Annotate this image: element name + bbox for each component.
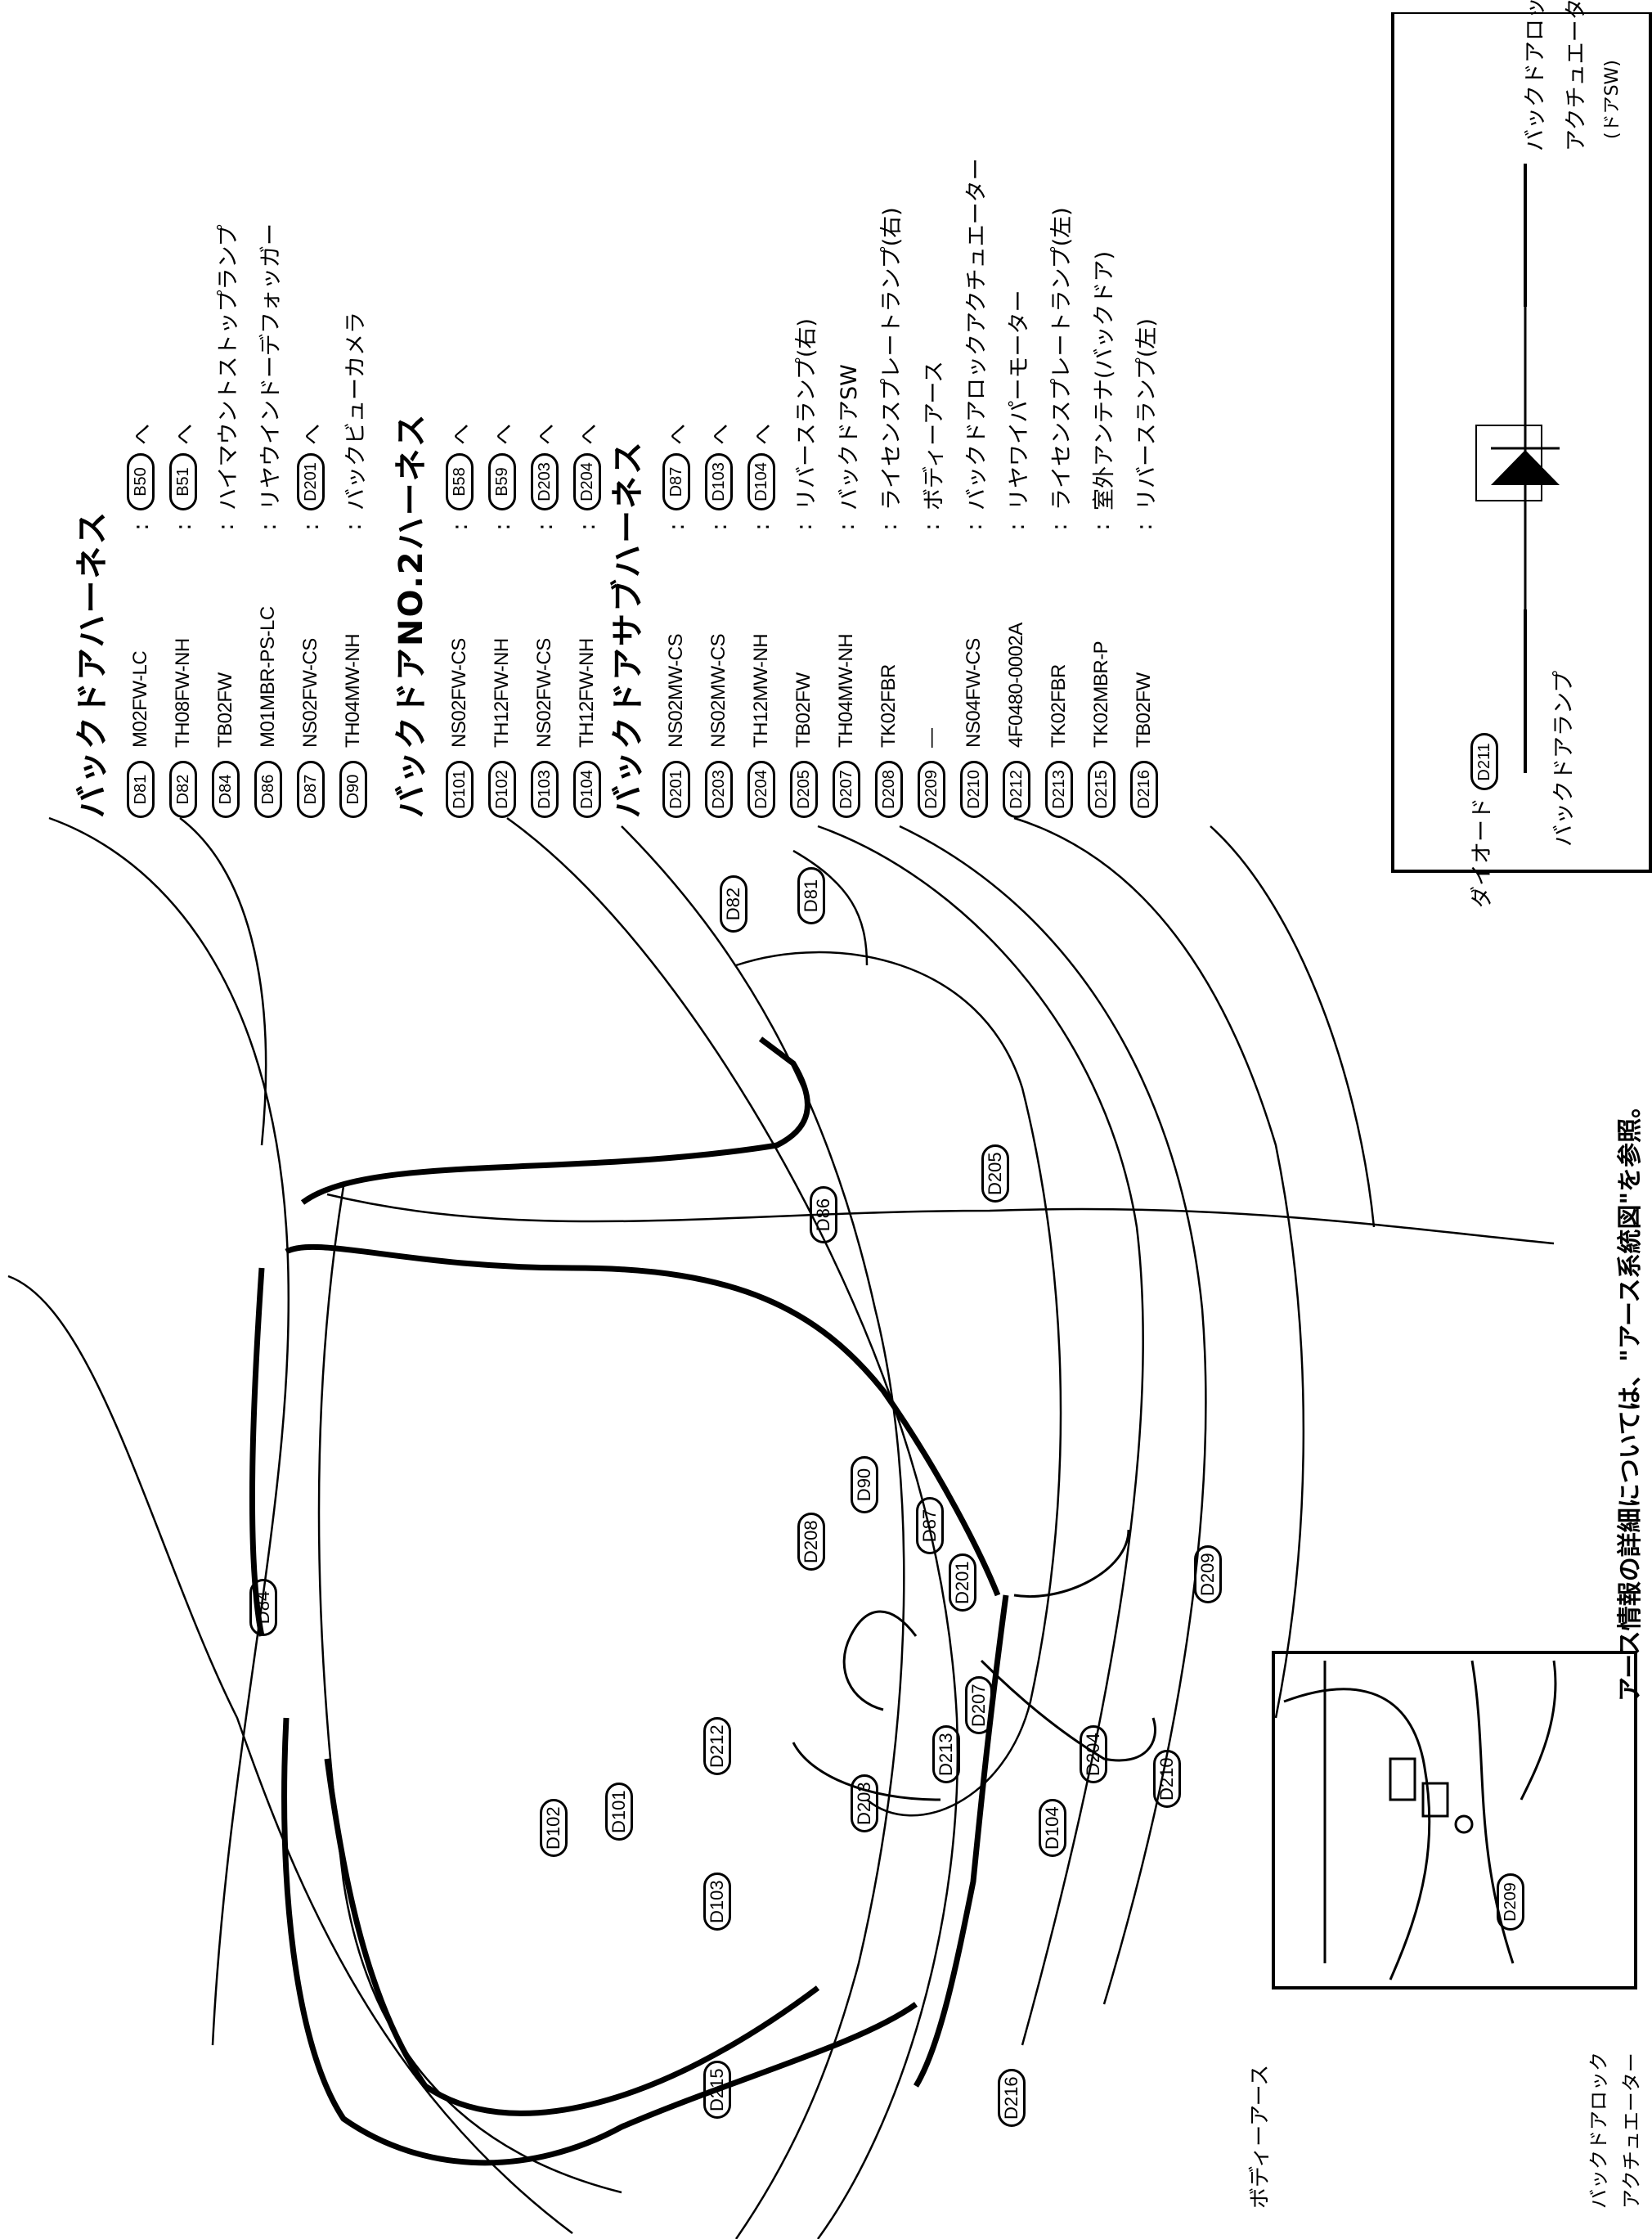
connector-callout-pill: D103: [703, 1873, 731, 1931]
connector-callout-pill: D213: [932, 1725, 960, 1783]
diagram-connector-label: D208: [797, 1513, 825, 1571]
diagram-connector-label: D207: [965, 1676, 993, 1734]
inset-body-earth-label: ボディーアース: [1248, 2064, 1273, 2209]
diagram-connector-label: D103: [703, 1873, 731, 1931]
inset-actuator-label-1: バックドアロック: [1587, 2052, 1610, 2209]
diagram-connector-label: D203: [851, 1774, 878, 1832]
connector-callout-pill: D203: [851, 1774, 878, 1832]
connector-callout-pill: D201: [949, 1553, 976, 1612]
diagram-connector-label: D201: [949, 1553, 976, 1612]
inset-d209-pill: D209: [1497, 1873, 1524, 1931]
connector-callout-pill: D86: [810, 1186, 837, 1243]
diagram-connector-label: D205: [981, 1144, 1009, 1203]
diagram-connector-label: D104: [1039, 1799, 1066, 1857]
diagram-connector-label: D212: [703, 1717, 731, 1775]
connector-callout-pill: D204: [1080, 1725, 1107, 1783]
connector-callout-pill: D81: [797, 867, 825, 924]
connector-callout-pill: D215: [703, 2061, 731, 2119]
connector-callout-pill: D209: [1194, 1545, 1222, 1603]
diagram-connector-label: D204: [1080, 1725, 1107, 1783]
diagram-connector-label: D210: [1153, 1750, 1181, 1808]
diagram-connector-label: D209: [1194, 1545, 1222, 1603]
diagram-connector-label: D216: [998, 2069, 1026, 2127]
diagram-connector-label: D81: [797, 867, 825, 924]
connector-callout-pill: D205: [981, 1144, 1009, 1203]
diode-box: [1391, 12, 1652, 873]
connector-callout-pill: D208: [797, 1513, 825, 1571]
connector-callout-pill: D210: [1153, 1750, 1181, 1808]
diagram-connector-label: D84: [249, 1579, 277, 1636]
inset-connector-label: D209: [1497, 1873, 1524, 1931]
diagram-connector-label: D87: [916, 1497, 944, 1554]
inset-photo-box: [1272, 1651, 1637, 1989]
connector-callout-pill: D90: [851, 1456, 878, 1513]
connector-callout-pill: D212: [703, 1717, 731, 1775]
connector-callout-pill: D104: [1039, 1799, 1066, 1857]
connector-callout-pill: D216: [998, 2069, 1026, 2127]
diagram-connector-label: D90: [851, 1456, 878, 1513]
connector-callout-pill: D101: [605, 1783, 633, 1841]
diagram-connector-label: D102: [540, 1799, 568, 1857]
connector-callout-pill: D87: [916, 1497, 944, 1554]
diagram-connector-label: D215: [703, 2061, 731, 2119]
diode-symbol-icon: [1475, 307, 1560, 609]
connector-callout-pill: D84: [249, 1579, 277, 1636]
diagram-connector-label: D86: [810, 1186, 837, 1243]
connector-callout-pill: D82: [720, 875, 747, 933]
inset-actuator-label-2: アクチュエーター: [1620, 2052, 1643, 2209]
connector-callout-pill: D207: [965, 1676, 993, 1734]
connector-callout-pill: D102: [540, 1799, 568, 1857]
diagram-connector-label: D213: [932, 1725, 960, 1783]
diagram-connector-label: D82: [720, 875, 747, 933]
diagram-connector-label: D101: [605, 1783, 633, 1841]
